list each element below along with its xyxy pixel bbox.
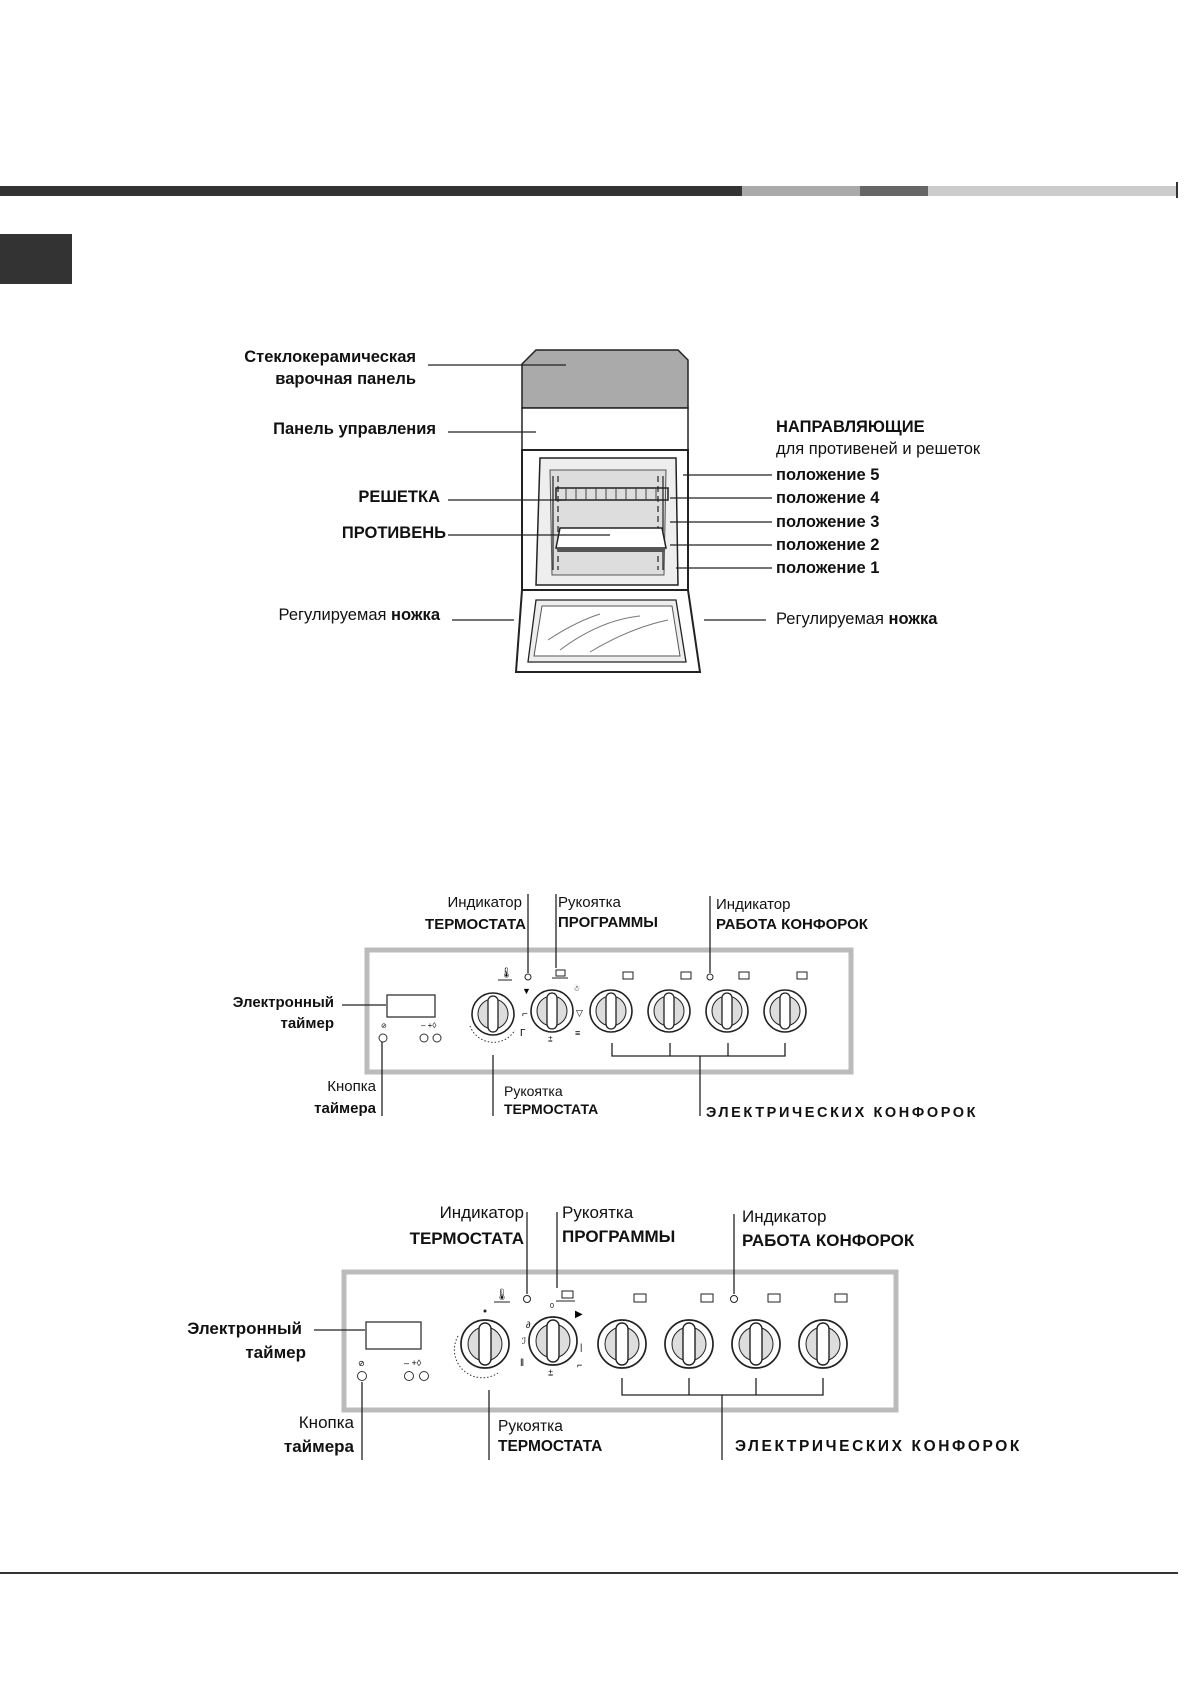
svg-text:⩲: ⩲: [548, 1035, 553, 1044]
foot-right-bold: ножка: [888, 610, 938, 628]
p1-hob-ind: Индикатор: [716, 896, 791, 913]
svg-text:|: |: [580, 1342, 582, 1352]
p1-thermo-ind: Индикатор: [447, 894, 523, 911]
svg-text:⌐: ⌐: [577, 1360, 582, 1370]
svg-text:– +◊: – +◊: [404, 1358, 422, 1368]
panel2-burner-knobs: [597, 1293, 848, 1369]
p2-thermo-ind-bold: ТЕРМОСТАТА: [409, 1229, 524, 1248]
svg-text:▼: ▼: [522, 986, 531, 996]
oven-tray: [555, 527, 667, 552]
p1-timer-l2: таймер: [280, 1015, 334, 1032]
svg-text:⩲: ⩲: [548, 1368, 553, 1378]
oven-drawing: [428, 349, 772, 673]
p2-prog-knob: Рукоятка: [562, 1203, 634, 1222]
p1-timer-btn-l2: таймера: [314, 1100, 376, 1117]
svg-text:0: 0: [550, 1303, 554, 1310]
panel1-drawing: ⊘ – +◊ 🌡 ▼ ⌐ Г ☃ ▽ ≡ ⩲: [342, 894, 854, 1116]
p1-thermo-knob: Рукоятка: [504, 1083, 563, 1099]
panel2-thermostat-knob: [453, 1319, 510, 1379]
oven-door: [514, 589, 702, 673]
svg-text:▶: ▶: [575, 1309, 583, 1320]
p2-burners: ЭЛЕКТРИЧЕСКИХ КОНФОРОК: [735, 1438, 1022, 1455]
p1-hob-ind-bold: РАБОТА КОНФОРОК: [716, 916, 868, 933]
p1-timer-l1: Электронный: [232, 994, 334, 1011]
label-foot-right: Регулируемая ножка: [776, 608, 937, 630]
p1-timer-btn-l1: Кнопка: [327, 1078, 376, 1095]
label-hob-line2: варочная панель: [275, 370, 416, 388]
svg-text:⌐: ⌐: [522, 1009, 528, 1020]
svg-text:☃: ☃: [573, 983, 580, 993]
panel1-burner-knob-2: [647, 971, 692, 1033]
header-bar-light: [742, 186, 860, 196]
svg-text:≡: ≡: [575, 1028, 580, 1038]
header-bar-pale: [928, 186, 1176, 196]
p1-thermo-ind-bold: ТЕРМОСТАТА: [425, 916, 526, 933]
panel1-program-knob: [530, 989, 574, 1033]
label-position-3: положение 3: [776, 513, 880, 531]
header-bar-dark: [0, 186, 742, 196]
footer-rule: [0, 1572, 1178, 1574]
svg-text:⊘: ⊘: [358, 1359, 365, 1368]
p2-timer-btn-l1: Кнопка: [298, 1413, 354, 1432]
svg-text:ℐ: ℐ: [522, 1336, 526, 1346]
svg-text:⊘: ⊘: [381, 1023, 387, 1030]
p2-thermo-knob-bold: ТЕРМОСТАТА: [498, 1438, 603, 1455]
svg-text:Г: Г: [520, 1028, 526, 1039]
oven-hob-top: [521, 349, 689, 409]
panel1-thermostat-knob: [469, 992, 516, 1043]
foot-left-bold: ножка: [391, 606, 440, 624]
p2-prog-knob-bold: ПРОГРАММЫ: [562, 1227, 676, 1246]
header-bar-end: [1176, 182, 1178, 198]
panel2-timer-display: [365, 1321, 422, 1350]
p2-hob-ind: Индикатор: [742, 1207, 827, 1226]
panel2-burner-knob-2: [664, 1293, 714, 1369]
label-control-panel: Панель управления: [273, 420, 436, 438]
svg-text:‖: ‖: [520, 1358, 524, 1369]
panel2-burner-knob-1: [597, 1293, 647, 1369]
p2-timer-l1: Электронный: [187, 1319, 302, 1338]
p1-prog-knob: Рукоятка: [558, 894, 621, 911]
oven-control-panel: [521, 407, 689, 451]
p1-thermo-knob-bold: ТЕРМОСТАТА: [504, 1101, 599, 1117]
panel1-timer-display: [386, 994, 436, 1018]
oven-rack: [555, 487, 669, 501]
p1-burners: ЭЛЕКТРИЧЕСКИХ КОНФОРОК: [706, 1105, 979, 1121]
label-tray: ПРОТИВЕНЬ: [341, 524, 446, 542]
panel1-burner-knobs: [589, 971, 808, 1033]
p1-prog-knob-bold: ПРОГРАММЫ: [558, 914, 658, 931]
header-bar-mid: [860, 186, 928, 196]
panel1-burner-knob-4: [763, 971, 808, 1033]
label-position-4: положение 4: [776, 489, 880, 507]
label-guides-sub: для противеней и решеток: [776, 440, 981, 458]
p2-hob-ind-bold: РАБОТА КОНФОРОК: [742, 1231, 915, 1250]
p2-timer-btn-l2: таймера: [283, 1437, 354, 1456]
label-hob-line1: Стеклокерамическая: [244, 348, 416, 366]
panel2-drawing: ⊘ – +◊ 🌡 0 ∂ ℐ ‖ ▶ | ⌐ ⩲: [314, 1212, 899, 1460]
panel1-burner-knob-3: [705, 971, 750, 1033]
label-position-1: положение 1: [776, 559, 880, 577]
p2-thermo-knob: Рукоятка: [498, 1418, 563, 1435]
panel2-burner-knob-4: [798, 1293, 848, 1369]
label-foot-left: Регулируемая ножка: [200, 604, 440, 626]
foot-right-prefix: Регулируемая: [776, 610, 889, 628]
panel2-program-knob: [528, 1316, 578, 1366]
panel1-burner-knob-1: [589, 971, 634, 1033]
p2-thermo-ind: Индикатор: [439, 1203, 524, 1222]
svg-text:∂: ∂: [526, 1320, 531, 1330]
foot-left-prefix: Регулируемая: [278, 606, 392, 624]
svg-text:– +◊: – +◊: [421, 1021, 436, 1030]
label-position-5: положение 5: [776, 466, 880, 484]
label-position-2: положение 2: [776, 536, 880, 554]
svg-text:🌡: 🌡: [500, 967, 513, 979]
label-guides-title: НАПРАВЛЯЮЩИЕ: [776, 418, 925, 436]
p2-timer-l2: таймер: [245, 1343, 306, 1362]
label-rack: РЕШЕТКА: [358, 488, 440, 506]
svg-text:🌡: 🌡: [495, 1288, 509, 1301]
svg-text:▽: ▽: [576, 1008, 583, 1018]
panel2-burner-knob-3: [731, 1293, 781, 1369]
section-tab: [0, 234, 72, 284]
